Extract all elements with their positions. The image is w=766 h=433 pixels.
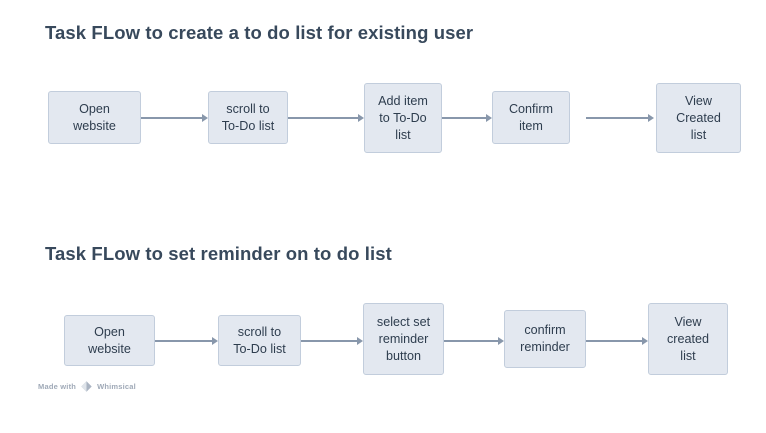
connector-line: [155, 340, 212, 342]
arrowhead-icon: [202, 114, 208, 122]
arrowhead-icon: [498, 337, 504, 345]
flow-node-label: Add item to To-Do list: [378, 93, 428, 142]
flow-node-open-website-2[interactable]: Open website: [64, 315, 155, 366]
connector-line: [586, 340, 642, 342]
flow-node-view-created-list-2[interactable]: View created list: [648, 303, 728, 375]
flow-node-label: scroll to To-Do list: [233, 324, 286, 356]
flow-connector-1-1: [141, 113, 208, 123]
flow-node-open-website[interactable]: Open website: [48, 91, 141, 144]
flow-node-label: View created list: [666, 314, 709, 363]
flow-node-confirm-reminder[interactable]: confirm reminder: [504, 310, 586, 368]
connector-line: [141, 117, 202, 119]
arrowhead-icon: [358, 114, 364, 122]
flow-node-scroll-to-todo-list[interactable]: scroll to To-Do list: [208, 91, 288, 144]
watermark-prefix-label: Made with: [38, 382, 77, 391]
flow-node-label: View Created list: [676, 93, 721, 142]
arrowhead-icon: [212, 337, 218, 345]
whimsical-diamond-icon: [80, 380, 93, 393]
arrowhead-icon: [648, 114, 654, 122]
flow-node-label: select set reminder button: [376, 314, 431, 363]
connector-line: [444, 340, 498, 342]
flow-connector-2-4: [586, 336, 648, 346]
flow-connector-2-2: [301, 336, 363, 346]
connector-line: [301, 340, 357, 342]
flow-section-title-2: Task FLow to set reminder on to do list: [45, 243, 392, 264]
flow-node-label: Confirm item: [508, 101, 554, 133]
flow-connector-1-2: [288, 113, 364, 123]
flow-node-view-created-list[interactable]: View Created list: [656, 83, 741, 153]
watermark-brand-label: Whimsical: [97, 382, 136, 391]
flow-node-confirm-item[interactable]: Confirm item: [492, 91, 570, 144]
flow-connector-1-4: [586, 113, 654, 123]
flow-section-title-1: Task FLow to create a to do list for exi…: [45, 22, 474, 43]
arrowhead-icon: [486, 114, 492, 122]
flow-node-label: Open website: [73, 101, 116, 133]
flow-connector-2-3: [444, 336, 504, 346]
flow-node-label: scroll to To-Do list: [221, 101, 275, 133]
whimsical-watermark[interactable]: Made with Whimsical: [38, 380, 136, 393]
arrowhead-icon: [642, 337, 648, 345]
flow-node-add-item-to-todo-list[interactable]: Add item to To-Do list: [364, 83, 442, 153]
flow-connector-2-1: [155, 336, 218, 346]
arrowhead-icon: [357, 337, 363, 345]
flow-node-label: Open website: [88, 324, 131, 356]
flow-row-1: Open website scroll to To-Do list Add it…: [0, 80, 766, 170]
flow-node-scroll-to-todo-list-2[interactable]: scroll to To-Do list: [218, 315, 301, 366]
connector-line: [586, 117, 648, 119]
flow-node-select-set-reminder-button[interactable]: select set reminder button: [363, 303, 444, 375]
connector-line: [442, 117, 486, 119]
connector-line: [288, 117, 358, 119]
flow-connector-1-3: [442, 113, 492, 123]
flow-node-label: confirm reminder: [520, 323, 570, 354]
flow-row-2: Open website scroll to To-Do list select…: [0, 300, 766, 382]
